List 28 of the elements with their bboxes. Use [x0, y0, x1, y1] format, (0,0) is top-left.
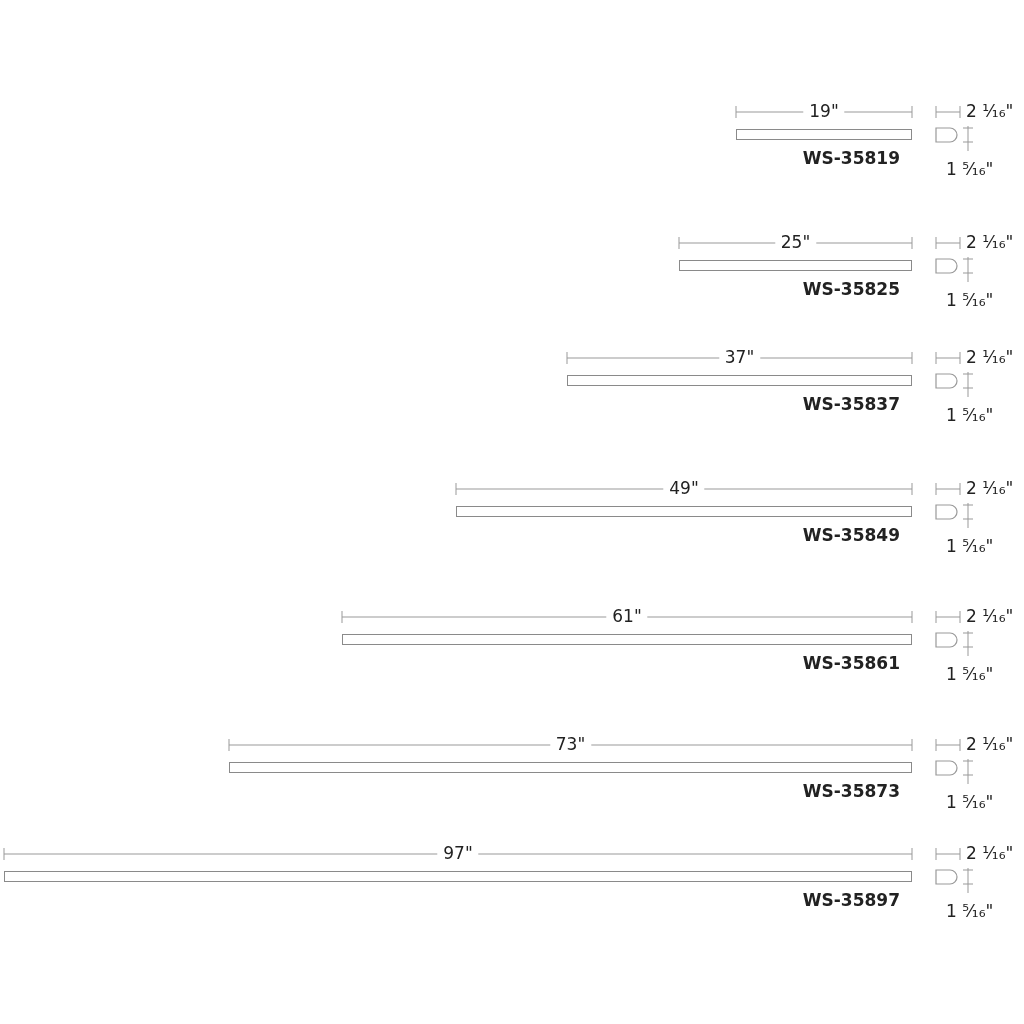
light-bar	[567, 375, 912, 386]
width-dimension: 2 ¹⁄₁₆"	[966, 478, 1014, 498]
width-dimension: 2 ¹⁄₁₆"	[966, 101, 1014, 121]
model-number: WS-35837	[802, 394, 900, 414]
light-bar	[342, 634, 912, 645]
height-dimension: 1 ⁵⁄₁₆"	[946, 664, 994, 684]
height-dimension: 1 ⁵⁄₁₆"	[946, 792, 994, 812]
height-dimension: 1 ⁵⁄₁₆"	[946, 536, 994, 556]
light-bar	[4, 871, 912, 882]
light-bar	[736, 129, 912, 140]
model-number: WS-35825	[802, 279, 900, 299]
light-bar	[679, 260, 912, 271]
height-dimension: 1 ⁵⁄₁₆"	[946, 901, 994, 921]
width-dimension: 2 ¹⁄₁₆"	[966, 606, 1014, 626]
light-bar	[456, 506, 912, 517]
width-dimension: 2 ¹⁄₁₆"	[966, 734, 1014, 754]
width-dimension: 2 ¹⁄₁₆"	[966, 347, 1014, 367]
model-number: WS-35873	[802, 781, 900, 801]
model-number: WS-35897	[802, 890, 900, 910]
height-dimension: 1 ⁵⁄₁₆"	[946, 290, 994, 310]
height-dimension: 1 ⁵⁄₁₆"	[946, 159, 994, 179]
height-dimension: 1 ⁵⁄₁₆"	[946, 405, 994, 425]
model-number: WS-35819	[802, 148, 900, 168]
model-number: WS-35861	[802, 653, 900, 673]
model-number: WS-35849	[802, 525, 900, 545]
width-dimension: 2 ¹⁄₁₆"	[966, 232, 1014, 252]
light-bar	[229, 762, 912, 773]
width-dimension: 2 ¹⁄₁₆"	[966, 843, 1014, 863]
